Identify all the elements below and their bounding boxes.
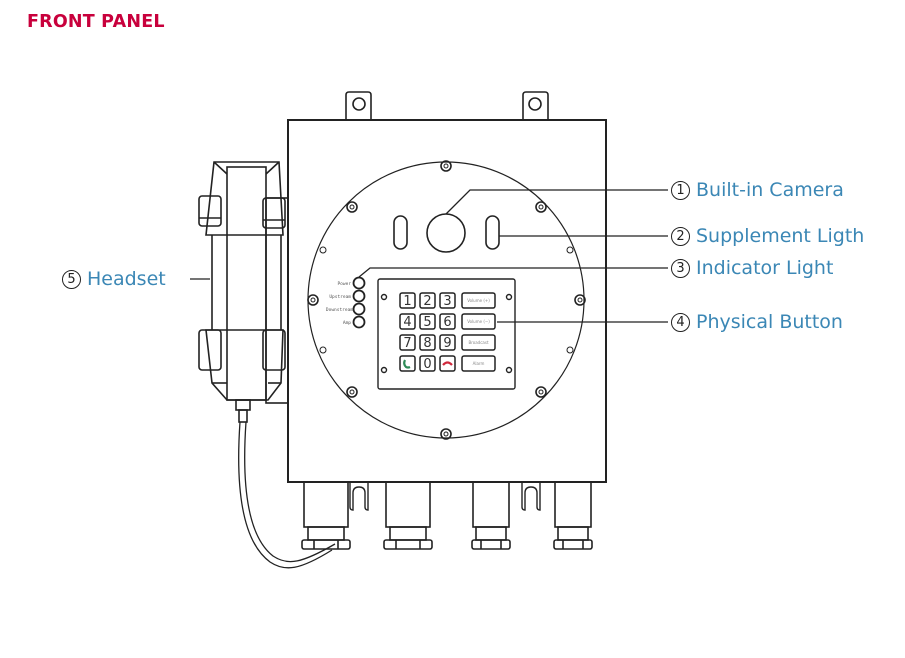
- callout-number: 4: [671, 312, 690, 332]
- svg-text:8: 8: [423, 336, 431, 351]
- callout-indicator-light: 3 Indicator Light: [671, 257, 833, 279]
- keypad-key: 9: [439, 334, 456, 351]
- indicator-label-amp: Amp: [343, 320, 351, 326]
- indicator-label-upstream: Upstream: [329, 294, 351, 300]
- hangup-icon: [439, 355, 456, 372]
- keypad-key: 1: [399, 292, 416, 309]
- callout-number: 2: [671, 226, 690, 246]
- headset: [198, 161, 289, 423]
- callout-label: Physical Button: [696, 311, 843, 333]
- svg-text:Alarm: Alarm: [473, 361, 485, 366]
- cable-glands: [301, 481, 593, 550]
- svg-text:3: 3: [443, 294, 451, 309]
- callout-label: Built-in Camera: [696, 179, 844, 201]
- keypad-panel: [377, 278, 516, 390]
- keypad-side-button: Volume (−): [461, 313, 496, 330]
- svg-text:Volume (+): Volume (+): [467, 298, 490, 303]
- built-in-camera: [426, 213, 466, 253]
- callout-physical-button: 4 Physical Button: [671, 311, 843, 333]
- indicator-label-downstream: Downstream: [326, 307, 353, 313]
- callout-number: 1: [671, 180, 690, 200]
- keypad-key: 8: [419, 334, 436, 351]
- svg-text:Volume (−): Volume (−): [467, 319, 490, 324]
- callout-label: Supplement Ligth: [696, 225, 865, 247]
- svg-text:2: 2: [423, 294, 431, 309]
- callout-built-in-camera: 1 Built-in Camera: [671, 179, 844, 201]
- plate-screws: [307, 160, 586, 440]
- keypad-side-button: Volume (+): [461, 292, 496, 309]
- keypad-key: 6: [439, 313, 456, 330]
- keypad-side-button: Alarm: [461, 355, 496, 372]
- keypad-key: 7: [399, 334, 416, 351]
- call-icon: [399, 355, 416, 372]
- keypad-screws: [380, 293, 513, 374]
- indicator-label-power: Power: [337, 281, 351, 287]
- keypad-key: 3: [439, 292, 456, 309]
- supplement-light-left: [393, 215, 408, 250]
- headset-cable: [238, 421, 336, 569]
- keypad-key: 5: [419, 313, 436, 330]
- svg-text:5: 5: [423, 315, 431, 330]
- svg-text:Broadcast: Broadcast: [468, 340, 488, 345]
- keypad-key: 2: [419, 292, 436, 309]
- svg-text:1: 1: [403, 294, 411, 309]
- plate-holes: [319, 246, 574, 354]
- keypad-key: 4: [399, 313, 416, 330]
- mounting-hooks: [349, 482, 541, 511]
- mounting-tab-left: [345, 91, 372, 120]
- callout-label: Indicator Light: [696, 257, 834, 279]
- keypad-side-button: Broadcast: [461, 334, 496, 351]
- svg-text:6: 6: [443, 315, 451, 330]
- callout-number: 5: [62, 269, 81, 289]
- callout-label: Headset: [87, 268, 166, 290]
- svg-text:7: 7: [403, 336, 411, 351]
- svg-text:9: 9: [443, 336, 451, 351]
- svg-text:4: 4: [403, 315, 411, 330]
- callout-headset: 5 Headset: [62, 268, 166, 290]
- leader-lines: [190, 189, 668, 323]
- svg-text:0: 0: [423, 357, 431, 372]
- keypad-key: 0: [419, 355, 436, 372]
- indicator-lights: [352, 276, 366, 329]
- page-title: FRONT PANEL: [27, 12, 165, 32]
- callout-supplement-light: 2 Supplement Ligth: [671, 225, 864, 247]
- supplement-light-right: [485, 215, 500, 250]
- mounting-tab-right: [522, 91, 549, 120]
- callout-number: 3: [671, 258, 690, 278]
